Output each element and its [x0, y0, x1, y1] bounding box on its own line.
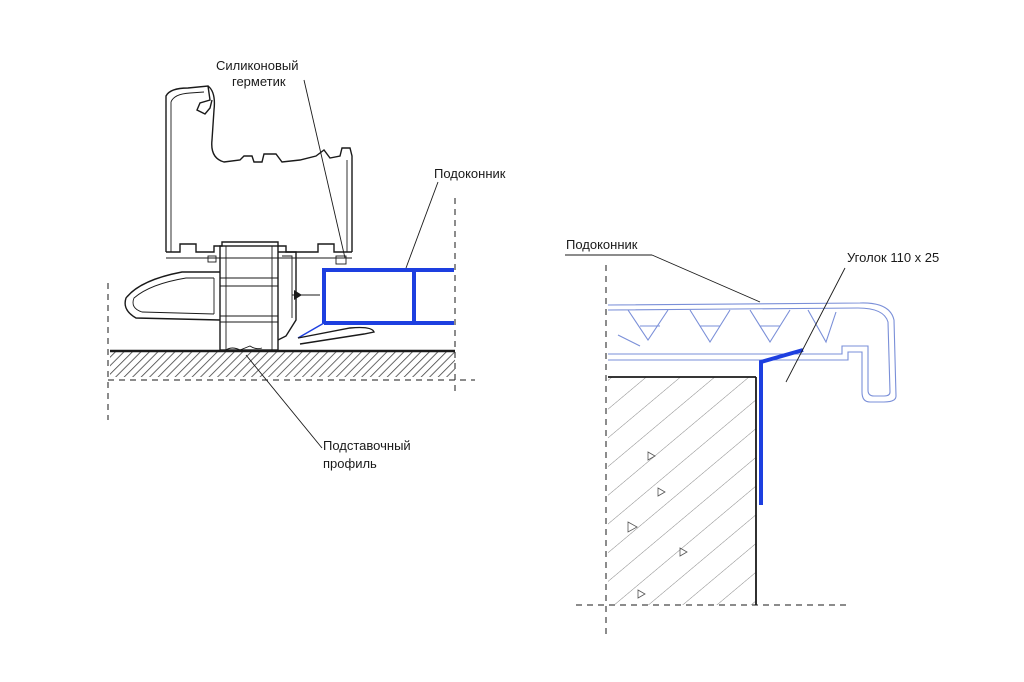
left-leader-lines: [245, 79, 439, 449]
dimension-arrow: [292, 290, 320, 300]
sealant-blocks: [207, 255, 347, 265]
support-profile-label-line2: профиль: [323, 456, 377, 471]
sill-label-right: Подоконник: [566, 237, 638, 252]
support-profile: [124, 245, 297, 351]
corner-profile: [759, 348, 804, 505]
wall-block: [608, 376, 757, 605]
window-frame-profile: [165, 85, 353, 259]
support-profile-label-line1: Подставочный: [323, 438, 411, 453]
sealant-label-line2: герметик: [232, 74, 286, 89]
right-leader-lines: [565, 254, 846, 383]
sill-label-left: Подоконник: [434, 166, 506, 181]
floor-base: [110, 349, 455, 377]
left-section-drawing: Силиконовый герметик Подоконник Подставо…: [107, 58, 506, 471]
right-section-drawing: Подоконник Уголок 110 х 25: [565, 237, 939, 636]
window-sill-right: [607, 302, 897, 403]
left-dashed-guides: [107, 198, 475, 420]
corner-label: Уголок 110 х 25: [847, 250, 939, 265]
window-sill-left: [297, 268, 454, 345]
sealant-label-line1: Силиконовый: [216, 58, 298, 73]
